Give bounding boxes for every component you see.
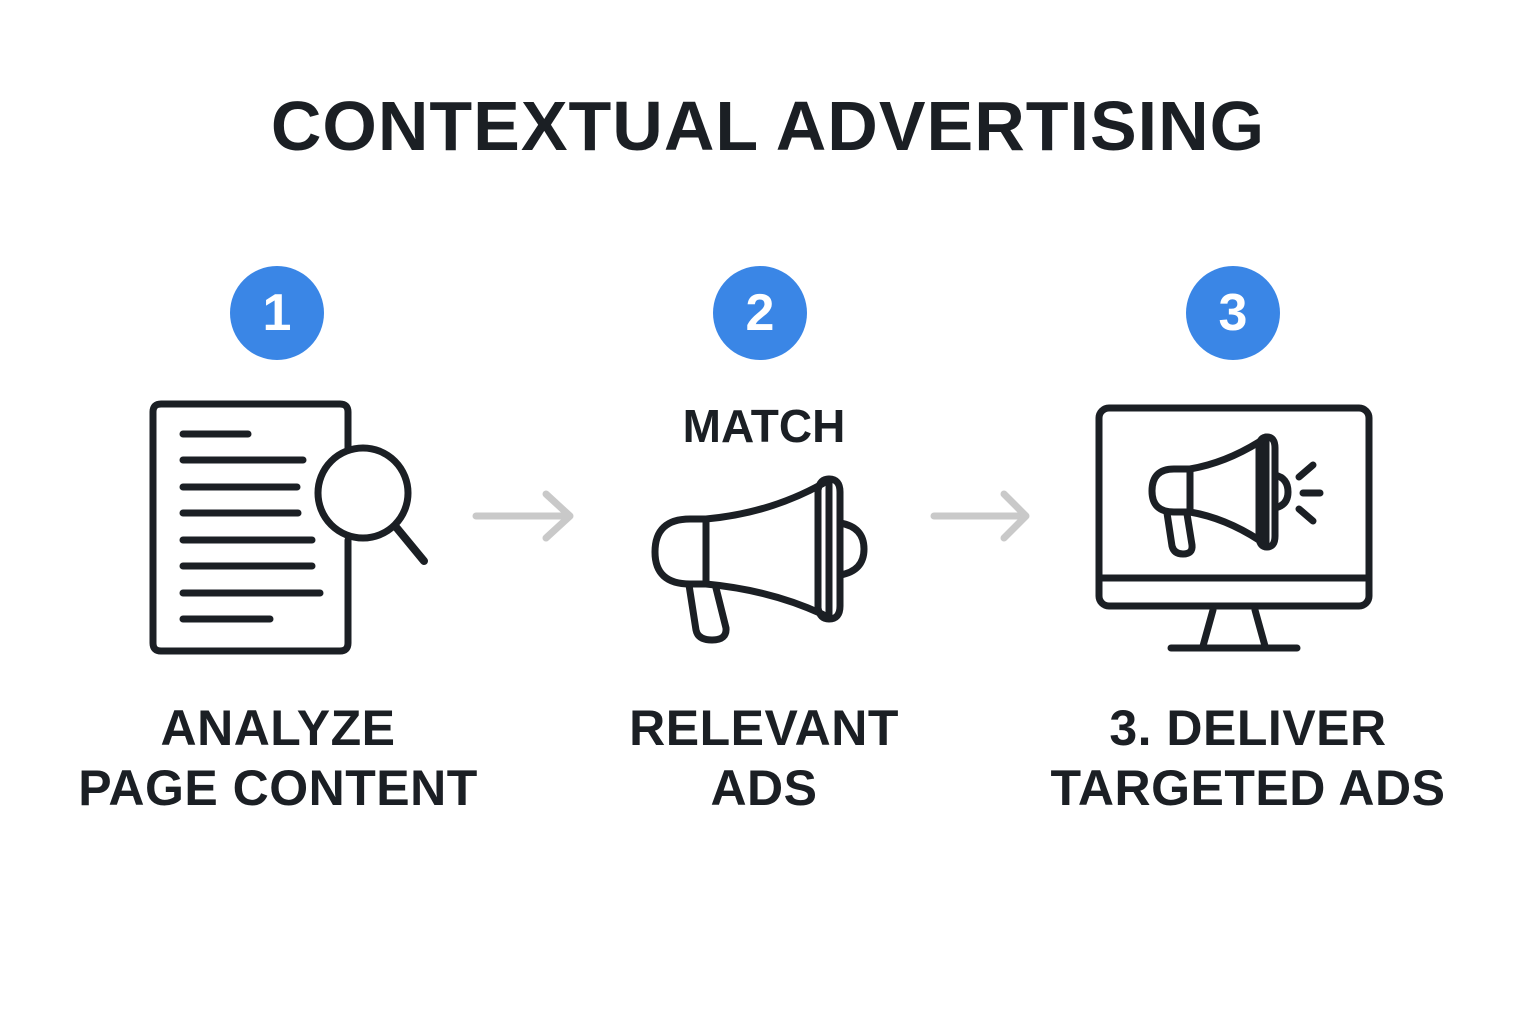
step-number-badge: 3: [1186, 266, 1280, 360]
step-caption-line-1: ANALYZE: [160, 700, 396, 756]
step-number-badge: 1: [230, 266, 324, 360]
step-caption-line-2: PAGE CONTENT: [78, 760, 478, 816]
step-caption-line-2: ADS: [710, 760, 818, 816]
step-deliver: 3 3. DELIVER TARGETED ADS: [1018, 0, 1478, 1024]
step-caption-line-1: 3. DELIVER: [1109, 700, 1387, 756]
document-search-icon: [149, 400, 428, 655]
step-number-badge: 2: [713, 266, 807, 360]
arrow-right-icon: [472, 490, 574, 542]
step-caption-line-1: RELEVANT: [629, 700, 899, 756]
diagram-title: CONTEXTUAL ADVERTISING: [270, 87, 1266, 165]
arrow-right-icon: [930, 490, 1030, 542]
step-caption: 3. DELIVER TARGETED ADS: [1018, 698, 1478, 818]
step-caption: ANALYZE PAGE CONTENT: [48, 698, 508, 818]
monitor-megaphone-icon: [1095, 404, 1373, 652]
step-caption: RELEVANT ADS: [534, 698, 994, 818]
megaphone-icon: [651, 475, 868, 644]
step-analyze: 1 ANALYZE PAGE CONTENT: [48, 0, 508, 1024]
step-caption-line-2: TARGETED ADS: [1050, 760, 1446, 816]
step-over-label: MATCH: [682, 400, 846, 452]
step-match: 2 MATCH RELEVANT ADS: [534, 0, 994, 1024]
